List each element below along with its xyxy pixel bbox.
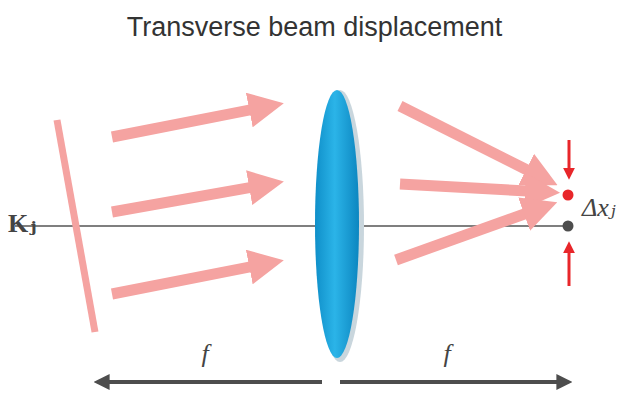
title: Transverse beam displacement	[127, 14, 503, 41]
wavefront	[57, 120, 95, 332]
dimension-arrow	[340, 380, 566, 384]
focal-length-label: f	[443, 341, 450, 367]
focused-rays	[396, 106, 546, 260]
wave-vector-label: Kⱼ	[8, 211, 36, 237]
displacement-arrow	[568, 246, 571, 286]
lens	[315, 90, 359, 358]
dimension-arrow	[100, 380, 322, 384]
lens-shadow	[316, 90, 364, 362]
displacement-label: Δxⱼ	[582, 195, 616, 221]
displacement-arrow	[568, 140, 571, 175]
axis-focus	[563, 221, 574, 232]
incoming-rays	[112, 106, 270, 294]
focal-length-label: f	[201, 341, 208, 367]
shifted-focus	[563, 190, 574, 201]
